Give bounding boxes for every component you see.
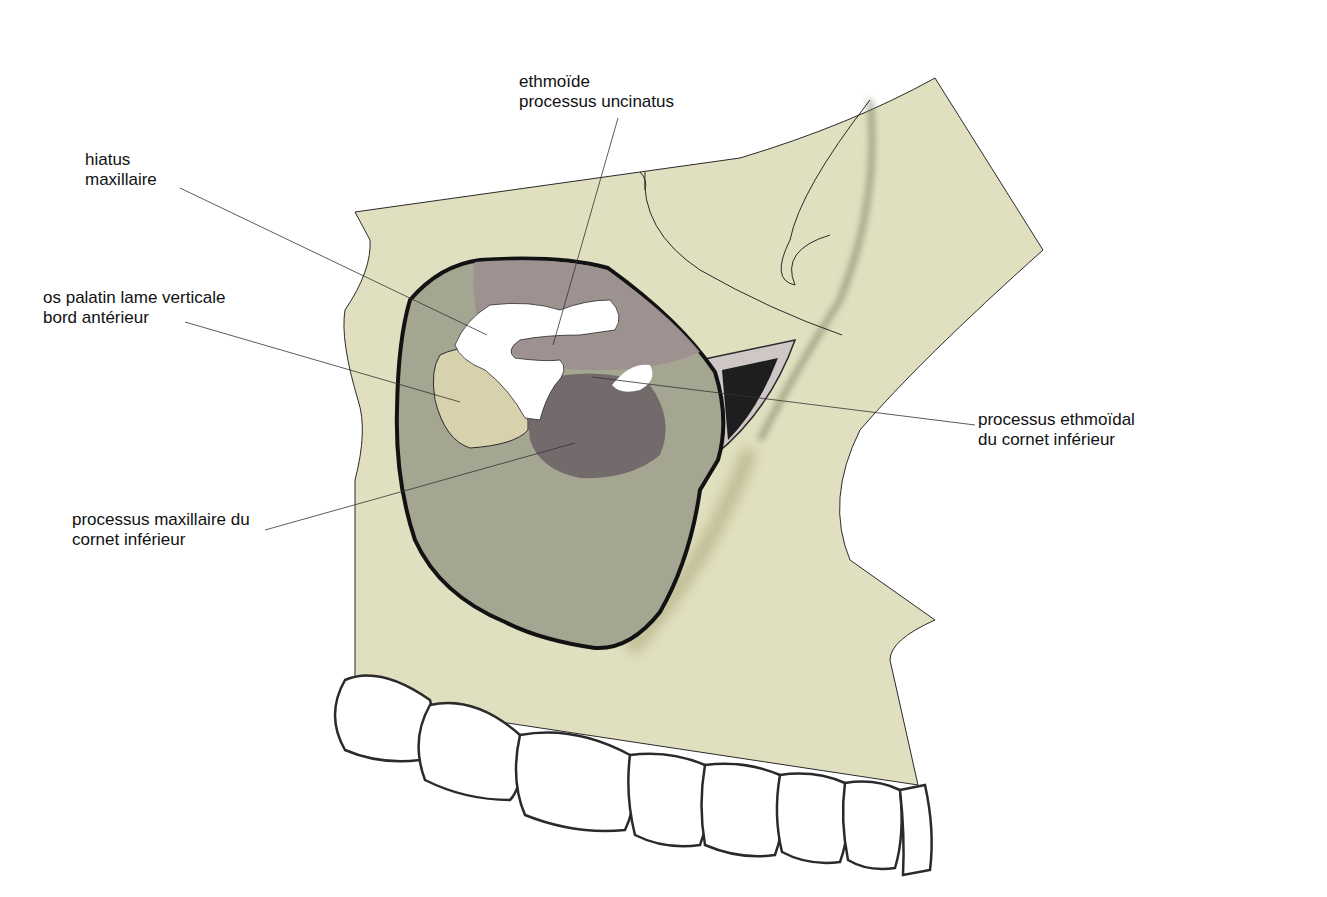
part-label: hiatus maxillaire <box>85 150 177 190</box>
orbital-contour <box>645 172 842 335</box>
teeth-row <box>335 676 932 876</box>
leader-lines <box>180 118 975 530</box>
sinus-opening <box>397 259 724 648</box>
bone-shadow <box>760 100 872 440</box>
maxillary-hiatus <box>455 300 619 420</box>
part-label: processus maxillaire du cornet inférieur <box>72 510 250 550</box>
lacrimal-contour <box>781 100 870 285</box>
maxilla-bone <box>344 78 1043 785</box>
part-label: ethmoïde processus uncinatus <box>519 72 681 112</box>
part-label: processus ethmoïdal du cornet inférieur <box>978 410 1146 450</box>
suture-line <box>640 172 646 190</box>
part-label: os palatin lame verticale bord antérieur <box>43 288 261 328</box>
hiatus-small-opening <box>612 365 652 392</box>
